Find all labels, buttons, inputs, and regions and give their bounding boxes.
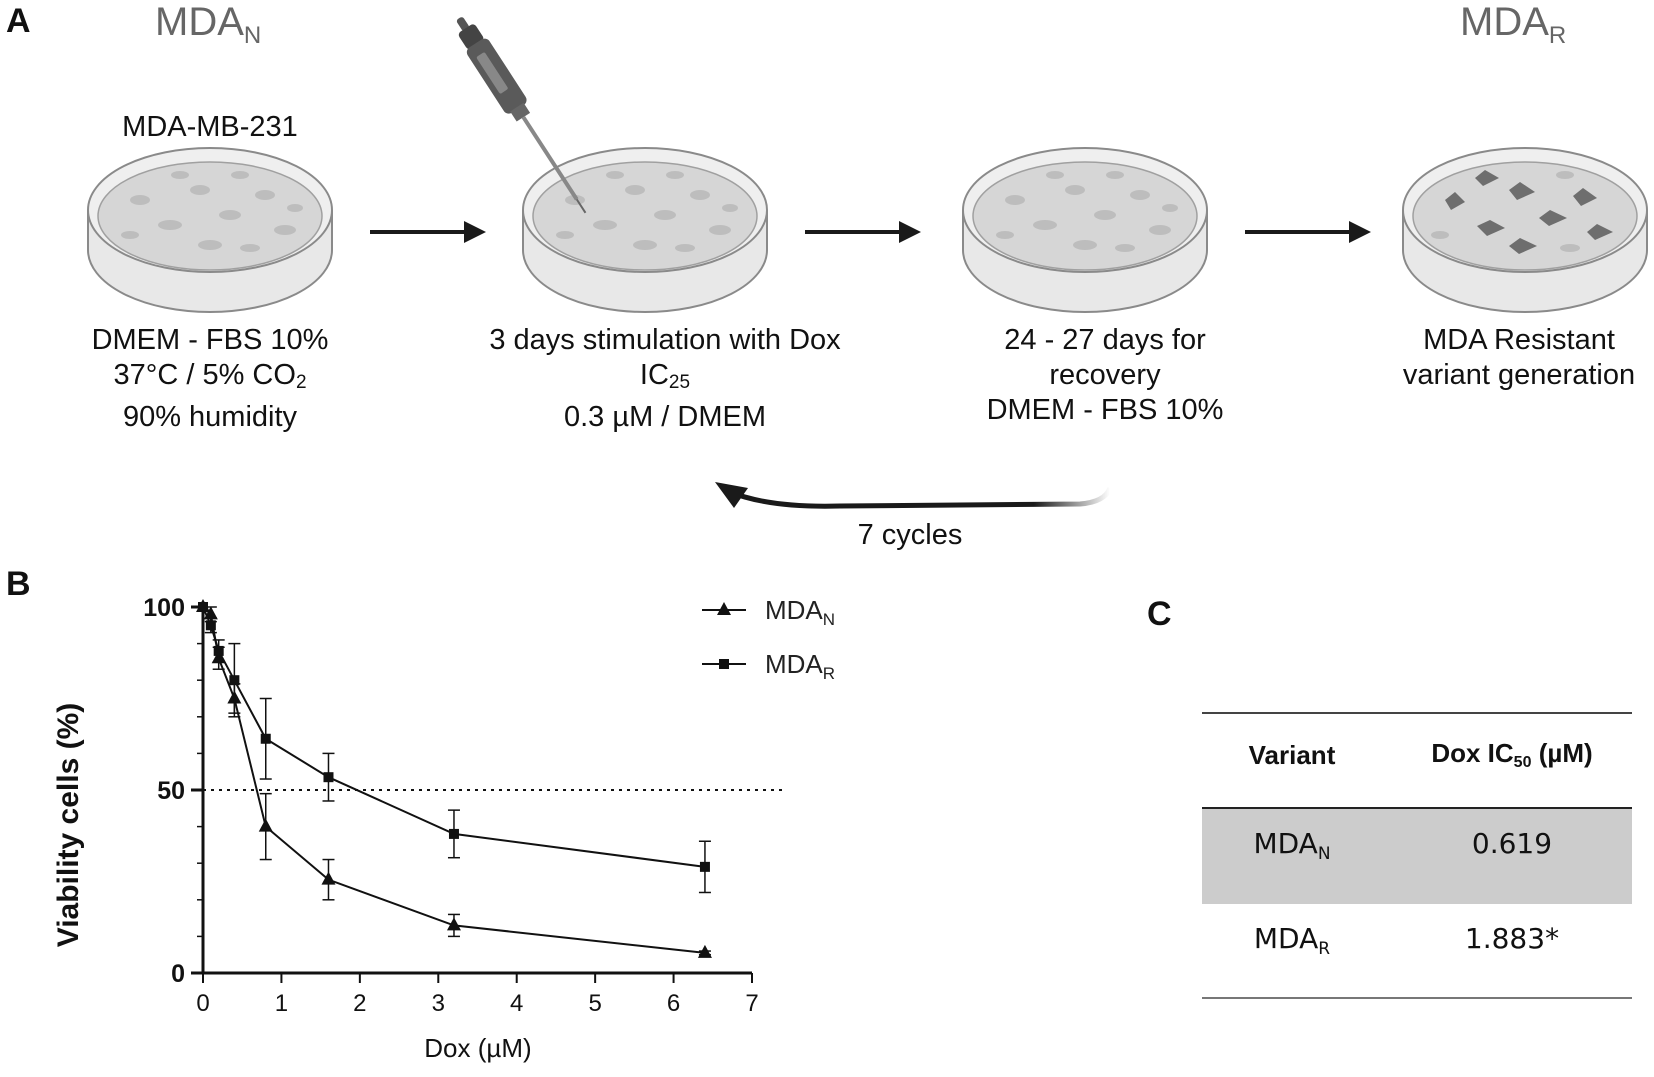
header-ic50: Dox IC50 (µM)	[1431, 738, 1593, 771]
cycle-label: 7 cycles	[857, 519, 963, 551]
pipette-icon	[456, 17, 587, 214]
x-tick-label: 6	[667, 990, 680, 1017]
x-tick-label: 5	[588, 990, 601, 1017]
mda-n-title-sub: N	[243, 22, 262, 49]
step3-caption: 24 - 27 days for recovery DMEM - FBS 10%	[945, 323, 1265, 428]
step3-line1: 24 - 27 days for	[1004, 324, 1206, 356]
dish-4	[1402, 147, 1648, 313]
legend-item-mdan	[702, 602, 746, 615]
step2-line3: 0.3 µM / DMEM	[563, 401, 766, 433]
step4-caption: MDA Resistant variant generation	[1374, 323, 1654, 393]
series-line	[202, 606, 706, 954]
data-point-triangle	[258, 818, 273, 832]
row-mdan-variant: MDAN	[1253, 827, 1331, 864]
arrow-right-1	[370, 221, 486, 243]
legend-label-mdan: MDAN	[765, 595, 836, 629]
x-tick-label: 1	[275, 990, 288, 1017]
data-point-square	[699, 861, 710, 872]
data-point-square	[448, 828, 459, 839]
data-point-triangle	[446, 917, 461, 931]
x-tick-label: 7	[745, 990, 758, 1017]
step3-line3: DMEM - FBS 10%	[986, 394, 1224, 426]
data-point-triangle	[697, 944, 712, 958]
cell-line-label: MDA-MB-231	[122, 111, 298, 143]
panel-b-letter: B	[6, 565, 31, 603]
y-tick-label: 0	[171, 960, 185, 988]
step1-caption: DMEM - FBS 10% 37°C / 5% CO2 90% humidit…	[40, 323, 380, 435]
step1-line1: DMEM - FBS 10%	[91, 324, 329, 356]
series-mdar	[198, 602, 711, 894]
dish-1	[87, 147, 333, 313]
step2-line1: 3 days stimulation with Dox	[489, 324, 841, 356]
x-axis-label: Dox (µM)	[424, 1033, 531, 1063]
data-point-square	[205, 620, 216, 631]
data-point-triangle	[321, 871, 336, 885]
data-point-square	[260, 733, 271, 744]
mda-n-title-main: MDA	[155, 0, 244, 44]
arrow-right-2	[805, 221, 921, 243]
viability-chart: 0 1 2 3 4 5 6 7 0 50 100 Viability cells (%) Dox (…	[52, 594, 782, 1063]
y-axis-label: Viability cells (%)	[52, 703, 85, 948]
mda-n-title: MDAN	[155, 0, 261, 50]
mda-r-title: MDAR	[1460, 0, 1566, 50]
panel-c-letter: C	[1147, 595, 1172, 633]
step2-line2: IC25	[639, 359, 691, 393]
arrow-right-3	[1245, 221, 1371, 243]
step1-line3: 90% humidity	[122, 401, 298, 433]
table-bottom-rule	[1202, 997, 1632, 999]
triangle-marker-icon	[717, 602, 731, 615]
series-mdan	[196, 599, 712, 958]
chart-legend	[702, 602, 746, 669]
legend-label-mdar: MDAR	[765, 649, 836, 683]
x-tick-label: 2	[353, 990, 366, 1017]
data-point-square	[198, 602, 208, 612]
mda-r-title-main: MDA	[1460, 0, 1549, 44]
table-row-shaded	[1202, 809, 1632, 904]
petri-dishes	[87, 17, 1648, 313]
y-tick-label: 50	[157, 777, 185, 805]
mda-r-title-sub: R	[1548, 22, 1567, 49]
row-mdar-value: 1.883*	[1464, 922, 1560, 955]
legend-item-mdar	[702, 659, 746, 669]
square-marker-icon	[719, 659, 729, 669]
step2-caption: 3 days stimulation with Dox IC25 0.3 µM …	[455, 323, 875, 435]
step3-line2: recovery	[1049, 359, 1161, 391]
y-tick-label: 100	[143, 594, 185, 622]
row-mdan-value: 0.619	[1471, 827, 1553, 860]
row-mdar-variant: MDAR	[1253, 922, 1331, 959]
table-top-rule	[1202, 712, 1632, 714]
step1-line2: 37°C / 5% CO2	[113, 359, 307, 393]
step4-line1: MDA Resistant	[1423, 324, 1615, 356]
step4-line2: variant generation	[1402, 359, 1636, 391]
dish-3	[962, 147, 1208, 313]
x-tick-label: 3	[432, 990, 445, 1017]
table-mid-rule	[1202, 807, 1632, 809]
panel-a-letter: A	[6, 2, 31, 40]
cycle-arrow	[715, 482, 1113, 509]
ic50-table: Variant Dox IC50 (µM) MDAN 0.619 MDAR 1.…	[1202, 712, 1632, 1002]
x-tick-label: 4	[510, 990, 523, 1017]
data-point-square	[229, 675, 240, 686]
data-point-square	[323, 772, 334, 783]
header-variant: Variant	[1248, 740, 1336, 770]
x-tick-label: 0	[196, 990, 209, 1017]
data-point-square	[213, 645, 224, 656]
